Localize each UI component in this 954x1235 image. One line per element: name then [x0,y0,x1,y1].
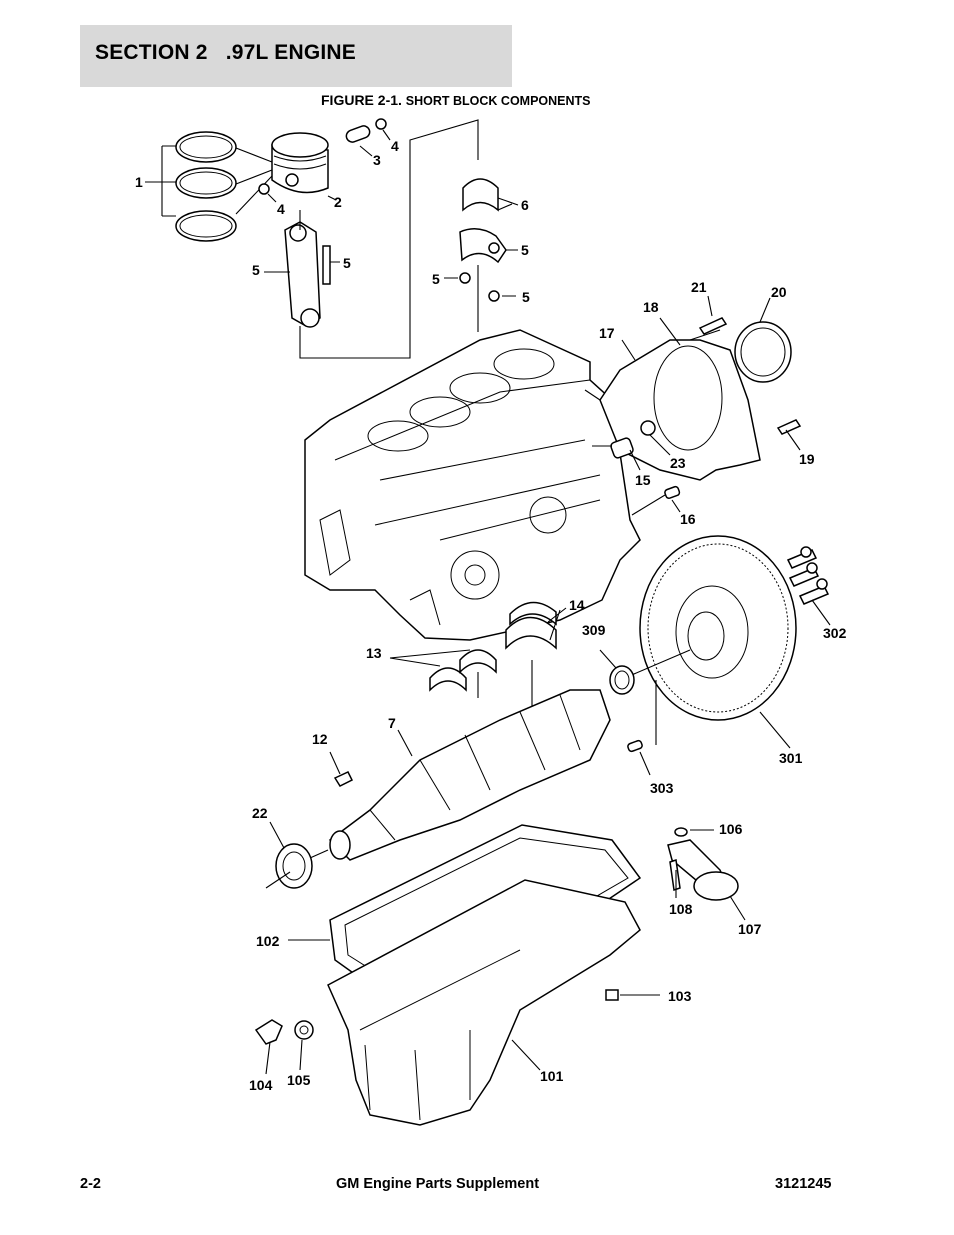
piston-rings [175,131,237,242]
callout-labels: 1 2 3 4 4 5 5 5 5 5 6 7 12 13 14 15 16 1… [135,138,847,1093]
oil-pan [327,879,641,1126]
callout-104: 104 [249,1077,273,1093]
rod-bearing-cap [459,178,507,302]
oil-pickup [667,827,739,901]
callout-19: 19 [799,451,815,467]
callout-107: 107 [738,921,762,937]
callout-5: 5 [252,262,260,278]
page-number: 2-2 [80,1176,101,1192]
callout-102: 102 [256,933,280,949]
callout-3: 3 [373,152,381,168]
document-number: 3121245 [775,1176,832,1192]
callout-101: 101 [540,1068,564,1084]
callout-5: 5 [522,289,530,305]
callout-18: 18 [643,299,659,315]
callout-302: 302 [823,625,847,641]
callout-13: 13 [366,645,382,661]
section-label: SECTION 2 [95,41,208,64]
callout-106: 106 [719,821,743,837]
callout-12: 12 [312,731,328,747]
engine-block [304,329,641,641]
callout-20: 20 [771,284,787,300]
callout-4: 4 [277,201,285,217]
callout-5: 5 [432,271,440,287]
callout-22: 22 [252,805,268,821]
flywheel-bolts [786,546,830,605]
crankshaft [328,689,611,861]
callout-23: 23 [670,455,686,471]
main-bearings [429,601,557,692]
callout-15: 15 [635,472,651,488]
callout-16: 16 [680,511,696,527]
figure-number: FIGURE 2-1. [321,92,402,108]
callout-5: 5 [521,242,529,258]
callout-5: 5 [343,255,351,271]
callout-4: 4 [391,138,399,154]
callout-17: 17 [599,325,615,341]
flywheel [639,535,797,721]
callout-103: 103 [668,988,692,1004]
callout-309: 309 [582,622,606,638]
figure-caption: FIGURE 2-1. SHORT BLOCK COMPONENTS [321,92,591,108]
callout-14: 14 [569,597,585,613]
figure-title: SHORT BLOCK COMPONENTS [405,94,591,108]
rear-seal-housing [599,317,802,499]
connecting-rod [284,221,331,328]
callout-303: 303 [650,780,674,796]
callout-105: 105 [287,1072,311,1088]
callout-1: 1 [135,174,143,190]
callout-6: 6 [521,197,529,213]
callout-2: 2 [334,194,342,210]
callout-301: 301 [779,750,803,766]
section-title: SECTION 2 .97L ENGINE [95,41,356,65]
section-header-band [80,25,512,87]
callout-108: 108 [669,901,693,917]
callout-7: 7 [388,715,396,731]
piston [271,132,329,194]
document-title: GM Engine Parts Supplement [336,1176,540,1192]
section-name: .97L ENGINE [225,41,356,64]
callout-21: 21 [691,279,707,295]
